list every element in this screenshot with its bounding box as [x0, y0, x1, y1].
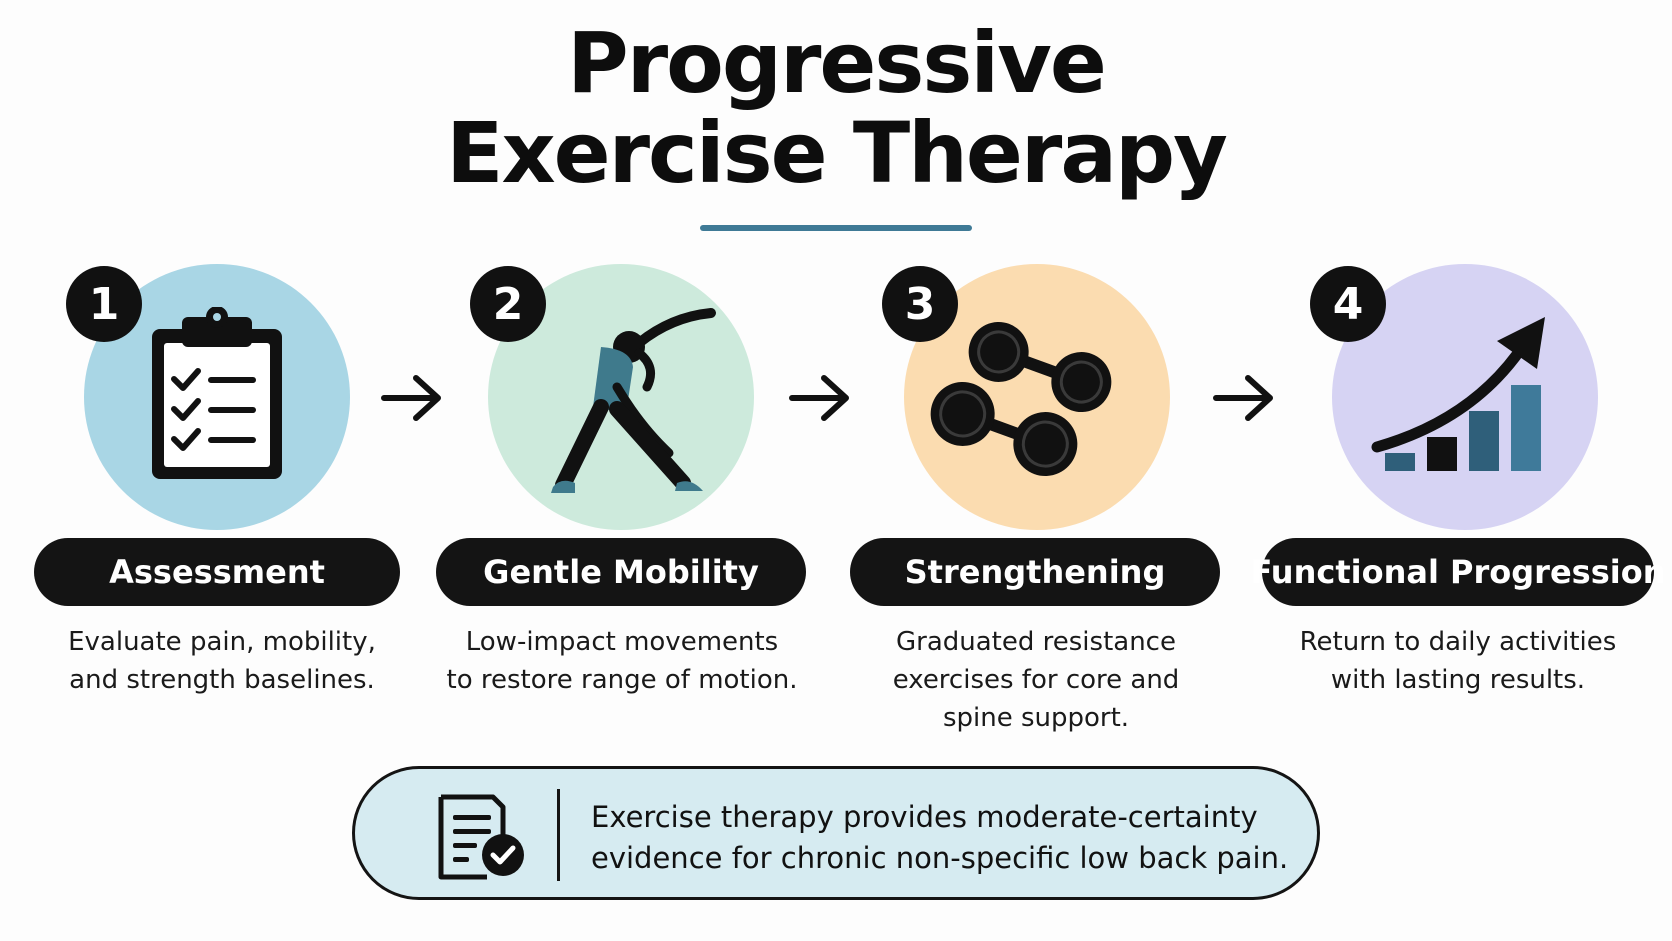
evidence-callout: Exercise therapy provides moderate-certa…	[352, 766, 1320, 900]
step-gentle-mobility: 2 Gentle Mobility Low-impact movements t…	[426, 258, 806, 738]
right-arrow-icon	[381, 375, 441, 421]
callout-text: Exercise therapy provides moderate-certa…	[591, 797, 1291, 879]
step-2-desc-line: Low-impact movements	[465, 627, 779, 657]
step-3-badge: 3	[882, 266, 958, 342]
step-assessment: 1 Assessment Evaluate pain, mobility, an…	[20, 258, 400, 738]
stretching-figure-icon	[551, 308, 716, 493]
callout-line: Exercise therapy provides moderate-certa…	[591, 800, 1258, 834]
right-arrow-icon	[1213, 375, 1273, 421]
step-1-description: Evaluate pain, mobility, and strength ba…	[20, 623, 424, 699]
step-4-badge: 4	[1310, 266, 1386, 342]
clipboard-checklist-icon	[152, 307, 282, 479]
step-4-desc-line: with lasting results.	[1330, 665, 1586, 695]
step-functional-progression: 4 Functional Progression Return to daily…	[1251, 258, 1665, 738]
step-1-desc-line: and strength baselines.	[69, 665, 375, 695]
title-line-2: Exercise Therapy	[446, 104, 1228, 202]
step-4-description: Return to daily activities with lasting …	[1256, 623, 1660, 699]
callout-divider	[557, 789, 560, 881]
step-1-label: Assessment	[34, 538, 400, 606]
step-4-label: Functional Progression	[1251, 538, 1665, 606]
step-3-description: Graduated resistance exercises for core …	[834, 623, 1238, 737]
callout-line: evidence for chronic non-specific low ba…	[591, 841, 1289, 875]
step-3-label: Strengthening	[850, 538, 1220, 606]
step-1-circle	[84, 264, 350, 530]
step-strengthening: 3 Strengthening Graduated resistance exe…	[838, 258, 1220, 738]
growth-chart-icon	[1371, 317, 1545, 471]
step-3-desc-line: exercises for core and	[892, 665, 1180, 695]
step-3-desc-line: Graduated resistance	[896, 627, 1176, 657]
step-4-desc-line: Return to daily activities	[1299, 627, 1617, 657]
step-2-label: Gentle Mobility	[436, 538, 806, 606]
verified-document-icon	[438, 794, 524, 880]
step-1-desc-line: Evaluate pain, mobility,	[68, 627, 376, 657]
step-3-desc-line: spine support.	[942, 703, 1130, 733]
step-2-badge: 2	[470, 266, 546, 342]
dumbbells-icon	[930, 321, 1112, 477]
right-arrow-icon	[789, 375, 849, 421]
title-line-1: Progressive	[567, 14, 1107, 112]
step-2-desc-line: to restore range of motion.	[446, 665, 798, 695]
title-underline	[700, 225, 972, 231]
step-2-description: Low-impact movements to restore range of…	[420, 623, 824, 699]
page-title: Progressive Exercise Therapy	[0, 18, 1672, 198]
step-1-badge: 1	[66, 266, 142, 342]
